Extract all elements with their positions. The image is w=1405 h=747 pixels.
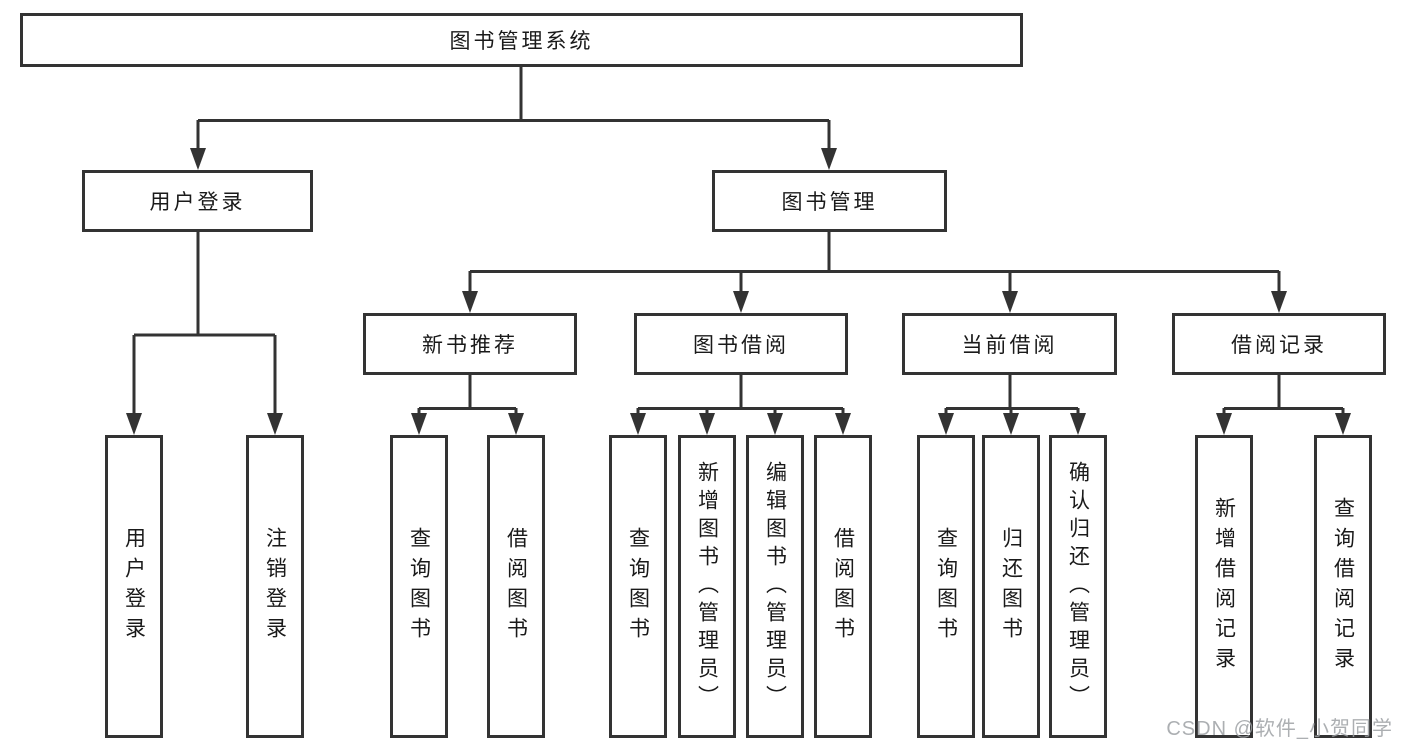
leaf-edit-books-admin-label: 编辑图书（管理员） xyxy=(763,460,787,713)
leaf-user-login-label: 用户登录 xyxy=(122,526,146,647)
leaf-user-login: 用户登录 xyxy=(105,435,163,738)
node-new-book-recommendation-label: 新书推荐 xyxy=(422,334,518,357)
node-library-system-label: 图书管理系统 xyxy=(449,30,594,53)
node-borrowing-records: 借阅记录 xyxy=(1172,313,1386,375)
leaf-return-books: 归还图书 xyxy=(982,435,1040,738)
node-book-borrowing-label: 图书借阅 xyxy=(693,334,789,357)
node-book-management-label: 图书管理 xyxy=(781,191,878,214)
leaf-borrow-books-recommend-label: 借阅图书 xyxy=(504,526,528,647)
watermark: CSDN @软件_小贺同学 xyxy=(1166,718,1393,740)
node-new-book-recommendation: 新书推荐 xyxy=(363,313,577,375)
leaf-confirm-return-admin-label: 确认归还（管理员） xyxy=(1066,460,1090,713)
leaf-add-borrow-record-label: 新增借阅记录 xyxy=(1212,496,1236,677)
leaf-query-books-recommend: 查询图书 xyxy=(390,435,448,738)
node-current-borrowing-label: 当前借阅 xyxy=(961,334,1058,357)
leaf-borrow-books-label: 借阅图书 xyxy=(831,526,855,647)
leaf-add-books-admin-label: 新增图书（管理员） xyxy=(695,460,719,713)
leaf-add-borrow-record: 新增借阅记录 xyxy=(1195,435,1253,738)
leaf-query-books-recommend-label: 查询图书 xyxy=(407,526,431,647)
leaf-add-books-admin: 新增图书（管理员） xyxy=(678,435,736,738)
leaf-borrow-books-recommend: 借阅图书 xyxy=(487,435,545,738)
node-book-borrowing: 图书借阅 xyxy=(634,313,848,375)
leaf-confirm-return-admin: 确认归还（管理员） xyxy=(1049,435,1107,738)
leaf-logout: 注销登录 xyxy=(246,435,304,738)
leaf-query-borrow-record: 查询借阅记录 xyxy=(1314,435,1372,738)
arrowheads xyxy=(126,148,1351,435)
node-library-system: 图书管理系统 xyxy=(20,13,1023,67)
leaf-edit-books-admin: 编辑图书（管理员） xyxy=(746,435,804,738)
node-current-borrowing: 当前借阅 xyxy=(902,313,1117,375)
leaf-borrow-books: 借阅图书 xyxy=(814,435,872,738)
leaf-query-books-current-label: 查询图书 xyxy=(934,526,958,647)
node-borrowing-records-label: 借阅记录 xyxy=(1231,334,1327,357)
leaf-query-books-current: 查询图书 xyxy=(917,435,975,738)
node-book-management: 图书管理 xyxy=(712,170,947,232)
leaf-query-books-borrowing-label: 查询图书 xyxy=(626,526,650,647)
node-user-login: 用户登录 xyxy=(82,170,313,232)
leaf-logout-label: 注销登录 xyxy=(263,526,287,647)
leaf-return-books-label: 归还图书 xyxy=(999,526,1023,647)
node-user-login-label: 用户登录 xyxy=(149,191,246,214)
leaf-query-borrow-record-label: 查询借阅记录 xyxy=(1331,496,1355,677)
leaf-query-books-borrowing: 查询图书 xyxy=(609,435,667,738)
